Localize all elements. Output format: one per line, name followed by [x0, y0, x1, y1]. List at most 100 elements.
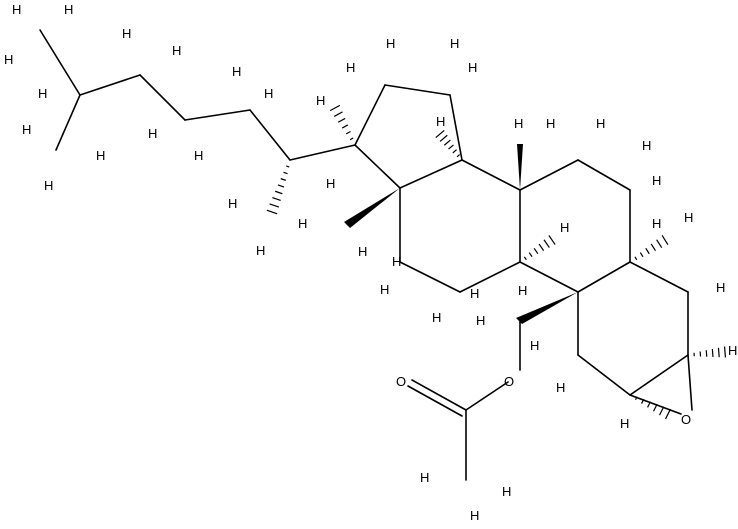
hashed-bonds	[266, 104, 727, 420]
hydrogen-label: H	[470, 508, 479, 523]
hydrogen-label: H	[652, 173, 661, 188]
hydrogen-label: H	[4, 52, 13, 67]
hydrogen-label: H	[12, 2, 21, 17]
hydrogen-label: H	[122, 26, 131, 41]
hydrogen-label: H	[22, 122, 31, 137]
hydrogen-label: H	[556, 380, 565, 395]
hash-stroke	[647, 401, 651, 408]
hydrogen-label: H	[256, 243, 265, 258]
hydrogen-label: H	[450, 36, 459, 51]
hydrogen-label: H	[716, 280, 725, 295]
bond	[39, 29, 81, 96]
hydrogen-label: H	[530, 338, 539, 353]
hydrogen-label: H	[546, 116, 555, 131]
bond	[399, 261, 461, 293]
bond	[449, 94, 463, 161]
hash-stroke	[337, 117, 346, 123]
hydrogen-label: H	[392, 254, 401, 269]
hydrogen-label: H	[470, 286, 479, 301]
hash-stroke	[665, 408, 671, 420]
hash-stroke	[635, 396, 638, 401]
hash-stroke	[349, 137, 354, 141]
hydrogen-label: H	[468, 60, 477, 75]
hydrogen-label: H	[476, 313, 485, 328]
hash-stroke	[639, 252, 644, 258]
hash-stroke	[277, 184, 285, 188]
wedge-bond	[344, 188, 400, 228]
hydrogen-label: H	[316, 93, 325, 108]
bond	[629, 261, 689, 293]
hydrogen-label: H	[44, 178, 53, 193]
hash-stroke	[656, 239, 663, 249]
hydrogen-label: H	[620, 416, 629, 431]
hash-stroke	[523, 256, 527, 261]
wedge-bond	[517, 144, 523, 190]
hash-stroke	[456, 154, 461, 158]
hash-stroke	[533, 247, 539, 255]
hydrogen-label: H	[652, 216, 661, 231]
hydrogen-label: H	[684, 210, 693, 225]
hash-stroke	[452, 149, 457, 154]
bond	[461, 159, 521, 191]
hydrogen-label: H	[502, 484, 511, 499]
bond	[577, 261, 631, 293]
hydrogen-label: H	[264, 86, 273, 101]
hydrogen-label: H	[232, 64, 241, 79]
hash-stroke	[286, 165, 290, 168]
hash-stroke	[650, 243, 656, 252]
bond	[459, 261, 521, 293]
hash-stroke	[711, 348, 714, 358]
bond	[354, 84, 386, 146]
bond	[384, 84, 451, 96]
hydrogen-label: H	[436, 114, 445, 129]
hydrogen-label: H	[420, 470, 429, 485]
bond	[519, 261, 579, 293]
hash-stroke	[723, 346, 727, 358]
hydrogen-label: H	[228, 196, 237, 211]
hydrogen-label: H	[560, 220, 569, 235]
hash-stroke	[345, 130, 351, 135]
hydrogen-label: H	[386, 36, 395, 51]
hydrogen-label: H	[432, 310, 441, 325]
hash-stroke	[659, 406, 665, 416]
hash-stroke	[283, 171, 288, 175]
bond	[407, 385, 463, 417]
bond	[629, 354, 689, 396]
bond	[184, 109, 251, 121]
bond	[354, 144, 401, 189]
hash-stroke	[439, 134, 448, 142]
hash-stroke	[645, 247, 650, 255]
hash-stroke	[443, 139, 451, 146]
hash-stroke	[280, 178, 286, 181]
hydrogen-label: H	[298, 216, 307, 231]
bond	[55, 94, 81, 151]
oxygen-label: O	[504, 374, 514, 389]
hash-stroke	[435, 129, 445, 139]
hydrogen-label: H	[642, 138, 651, 153]
hydrogen-label: H	[38, 86, 47, 101]
hydrogen-label: H	[380, 282, 389, 297]
hash-stroke	[705, 350, 708, 357]
hydrogen-label: H	[326, 176, 335, 191]
hydrogen-label: H	[514, 116, 523, 131]
bond	[79, 74, 141, 96]
bond	[249, 109, 291, 161]
hydrogen-label: H	[64, 2, 73, 17]
hydrogen-label: H	[96, 148, 105, 163]
bond	[399, 159, 463, 189]
hash-stroke	[269, 203, 280, 208]
bond	[465, 381, 509, 411]
oxygen-label: O	[396, 374, 406, 389]
backbone-bonds	[39, 29, 693, 481]
bond	[289, 144, 356, 161]
hash-stroke	[329, 104, 341, 112]
hash-stroke	[548, 235, 556, 245]
hydrogen-label: H	[518, 283, 527, 298]
hash-stroke	[266, 209, 278, 215]
bond	[411, 379, 467, 411]
hash-stroke	[641, 398, 645, 404]
hydrogen-label: H	[728, 343, 737, 358]
